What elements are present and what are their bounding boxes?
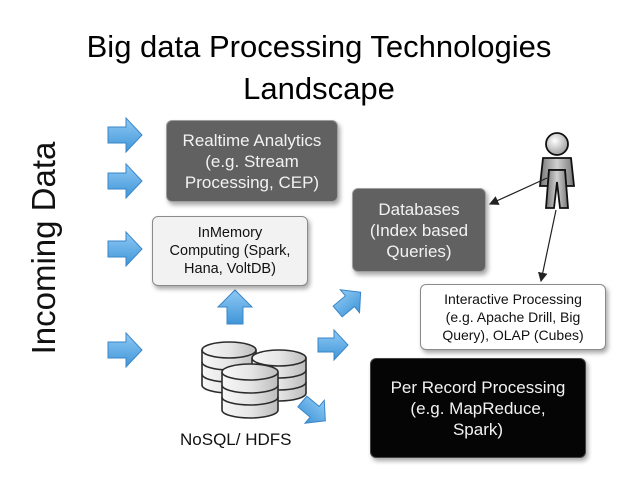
incoming-arrow-4 bbox=[107, 331, 143, 369]
person-icon bbox=[538, 132, 576, 209]
diagonal-down-arrow-icon bbox=[297, 395, 326, 424]
user-to-databases-connector bbox=[488, 177, 548, 205]
incoming-arrow-2 bbox=[107, 162, 143, 200]
databases-box: Databases (Index based Queries) bbox=[352, 188, 486, 272]
page-title: Big data Processing Technologies Landsca… bbox=[86, 29, 552, 106]
incoming-arrow-3 bbox=[107, 230, 143, 268]
inmemory-computing-text: InMemory Computing (Spark, Hana, VoltDB) bbox=[169, 225, 291, 277]
per-record-processing-text: Per Record Processing (e.g. MapReduce, S… bbox=[390, 377, 566, 439]
realtime-analytics-box: Realtime Analytics (e.g. Stream Processi… bbox=[166, 120, 338, 202]
interactive-processing-box: Interactive Processing (e.g. Apache Dril… bbox=[420, 284, 606, 350]
per-record-processing-box: Per Record Processing (e.g. MapReduce, S… bbox=[370, 358, 586, 458]
storage-label: NoSQL/ HDFS bbox=[180, 430, 292, 449]
realtime-analytics-text: Realtime Analytics (e.g. Stream Processi… bbox=[182, 130, 322, 192]
database-icon bbox=[201, 341, 307, 419]
up-arrow-icon bbox=[216, 289, 254, 325]
user-to-interactive-connector bbox=[538, 209, 557, 283]
inmemory-computing-box: InMemory Computing (Spark, Hana, VoltDB) bbox=[152, 216, 308, 286]
right-arrow-icon bbox=[317, 328, 349, 362]
incoming-arrow-1 bbox=[107, 116, 143, 154]
interactive-processing-text: Interactive Processing (e.g. Apache Dril… bbox=[442, 291, 584, 343]
databases-text: Databases (Index based Queries) bbox=[369, 199, 469, 261]
diagonal-up-arrow-icon bbox=[332, 289, 362, 318]
